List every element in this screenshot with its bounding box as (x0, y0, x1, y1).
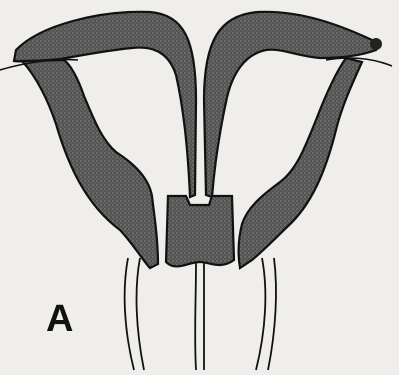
right-inner-horn (204, 12, 376, 197)
left-vaginal-canal (125, 258, 144, 370)
right-ovary-dot (370, 38, 382, 50)
right-outer-uterine-body (239, 58, 362, 268)
central-cervix-block (166, 196, 234, 266)
middle-vaginal-canal (195, 262, 204, 370)
left-outer-uterine-body (22, 60, 158, 268)
panel-label: A (46, 300, 73, 338)
right-vaginal-canal (256, 258, 276, 370)
